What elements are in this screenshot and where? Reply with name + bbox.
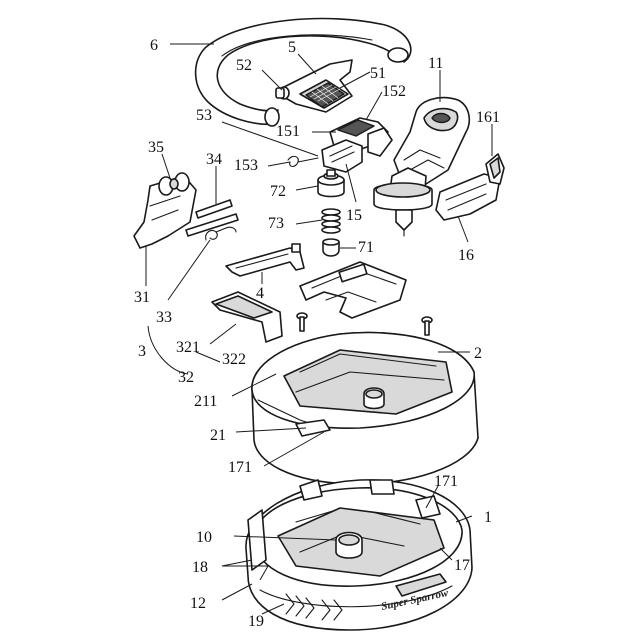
label-51: 51 [370,65,386,82]
label-211: 211 [194,393,217,410]
part-72-cap [318,170,344,197]
label-6: 6 [150,37,158,54]
part-3-side-lever-assembly [134,173,238,248]
label-11: 11 [428,55,443,72]
label-31: 31 [134,289,150,306]
label-15: 15 [346,207,362,224]
part-73-spring [322,209,340,233]
label-53: 53 [196,107,212,124]
label-322: 322 [222,351,246,368]
part-1-base: Super Sparrow [246,480,472,630]
part-153-spring-clip [288,156,318,166]
label-153: 153 [234,157,258,174]
part-15-latch-assembly [288,118,392,172]
label-71: 71 [358,239,374,256]
label-171-upper: 171 [228,459,252,476]
label-10: 10 [196,529,212,546]
label-1: 1 [484,509,492,526]
part-2-upper-housing [252,333,478,485]
label-72: 72 [270,183,286,200]
label-2: 2 [474,345,482,362]
label-32: 32 [178,369,194,386]
label-161: 161 [476,109,500,126]
label-33: 33 [156,309,172,326]
frame-part [300,262,406,318]
label-152: 152 [382,83,406,100]
label-4: 4 [256,285,264,302]
part-4-bracket [226,244,304,276]
label-34: 34 [206,151,222,168]
label-151: 151 [276,123,300,140]
label-19: 19 [248,613,264,630]
label-17: 17 [454,557,470,574]
label-171-lower: 171 [434,473,458,490]
label-321: 321 [176,339,200,356]
label-35: 35 [148,139,164,156]
label-18: 18 [192,559,208,576]
part-161-tab [486,154,504,184]
label-12: 12 [190,595,206,612]
part-52-pin [276,87,289,99]
part-71-plunger [323,239,339,256]
label-16: 16 [458,247,474,264]
screw-right [422,317,432,335]
label-73: 73 [268,215,284,232]
part-5-clip [276,60,352,112]
label-5: 5 [288,39,296,56]
label-3: 3 [138,343,146,360]
label-21: 21 [210,427,226,444]
label-52: 52 [236,57,252,74]
screw-left [297,313,307,331]
